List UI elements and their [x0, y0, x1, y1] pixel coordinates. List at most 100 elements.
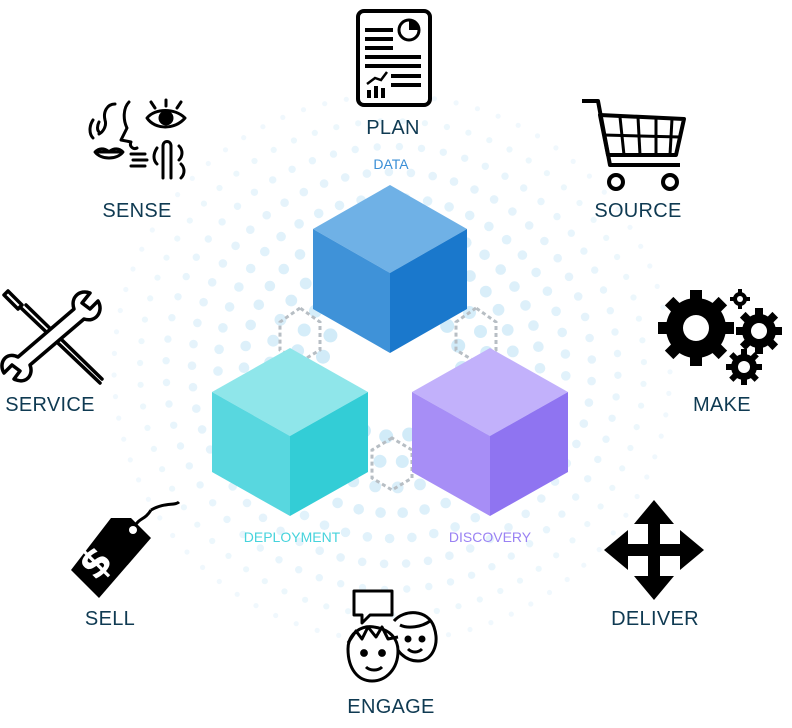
halo-dot — [280, 114, 286, 120]
halo-dot — [214, 344, 224, 355]
cube-label-data: DATA — [373, 156, 409, 172]
halo-dot — [377, 118, 384, 125]
halo-dot — [485, 534, 495, 544]
halo-dot — [612, 393, 620, 401]
halo-dot — [479, 285, 492, 298]
halo-dot — [169, 485, 176, 492]
halo-dot — [375, 507, 386, 518]
halo-dot — [599, 286, 608, 294]
halo-dot — [182, 272, 190, 281]
halo-dot — [139, 246, 145, 252]
halo-dot — [414, 478, 426, 491]
halo-dot — [280, 198, 289, 207]
halo-dot — [233, 170, 240, 177]
halo-dot — [189, 339, 198, 349]
halo-dot — [465, 129, 472, 136]
halo-dot — [340, 527, 351, 538]
halo-dot — [537, 197, 545, 206]
halo-dot — [611, 328, 619, 336]
halo-dot — [276, 231, 286, 242]
halo-dot — [608, 414, 616, 422]
halo-dot — [445, 632, 452, 638]
halo-dot — [479, 249, 490, 261]
halo-dot — [610, 530, 616, 536]
halo-dot — [449, 177, 459, 186]
halo-dot — [373, 454, 387, 468]
halo-dot — [627, 224, 633, 230]
halo-dot — [187, 361, 197, 371]
halo-dot — [170, 421, 178, 429]
hex-connectors — [278, 306, 498, 492]
halo-dot — [164, 335, 172, 343]
halo-dot — [299, 187, 309, 197]
halo-dot — [127, 457, 133, 463]
halo-dot — [439, 148, 447, 156]
halo-dot — [553, 212, 561, 221]
halo-dot — [269, 176, 277, 184]
halo-dot — [243, 566, 250, 573]
halo-dot — [507, 552, 515, 560]
halo-dot — [525, 157, 532, 164]
halo-dot — [560, 184, 568, 191]
halo-dot — [603, 234, 610, 241]
halo-dot — [294, 219, 304, 229]
halo-dot — [484, 221, 494, 232]
halo-dot — [384, 167, 394, 177]
node-label-sense: SENSE — [102, 200, 172, 222]
halo-dot — [533, 341, 544, 353]
halo-dot — [534, 133, 541, 139]
halo-dot — [275, 556, 283, 564]
halo-dot — [245, 319, 256, 331]
halo-dot — [667, 369, 673, 375]
halo-dot — [149, 227, 155, 233]
halo-dot — [564, 272, 574, 282]
halo-dot — [495, 113, 501, 119]
halo-dot — [567, 229, 575, 237]
halo-dot — [165, 400, 173, 408]
halo-dot — [174, 293, 182, 301]
halo-dot — [639, 337, 646, 344]
cube-label-deployment: DEPLOYMENT — [243, 529, 341, 545]
halo-dot — [345, 608, 352, 615]
halo-dot — [192, 404, 201, 413]
halo-dot — [488, 620, 494, 626]
halo-dot — [162, 357, 170, 365]
halo-dot — [222, 147, 229, 153]
halo-dot — [445, 551, 454, 560]
halo-dot — [429, 528, 439, 539]
halo-dot — [311, 129, 318, 136]
halo-dot — [384, 533, 395, 544]
halo-dot — [560, 349, 571, 359]
halo-dot — [246, 225, 255, 234]
halo-dot — [205, 160, 211, 167]
halo-dot — [209, 499, 217, 507]
halo-dot — [422, 196, 433, 206]
halo-dot — [572, 493, 580, 501]
halo-dot — [635, 315, 643, 322]
halo-dot — [241, 135, 247, 141]
halo-dot — [112, 394, 119, 400]
people-chat-icon — [346, 589, 438, 683]
halo-dot — [162, 378, 171, 387]
halo-dot — [654, 283, 660, 289]
halo-dot — [515, 122, 521, 128]
halo-dot — [200, 200, 207, 207]
node-label-deliver: DELIVER — [611, 608, 699, 630]
halo-dot — [521, 509, 530, 519]
halo-dot — [154, 274, 161, 281]
halo-dot — [444, 202, 454, 212]
halo-dot — [336, 632, 342, 639]
halo-dot — [145, 496, 151, 502]
halo-dot — [534, 363, 546, 374]
halo-dot — [497, 587, 504, 595]
halo-dot — [113, 329, 120, 335]
halo-dot — [476, 596, 483, 603]
halo-dot — [333, 124, 340, 131]
halo-dot — [358, 583, 367, 592]
halo-dot — [584, 521, 591, 528]
halo-dot — [225, 552, 232, 560]
halo-dot — [234, 282, 244, 292]
halo-dot — [509, 281, 520, 292]
halo-dot — [295, 566, 303, 574]
